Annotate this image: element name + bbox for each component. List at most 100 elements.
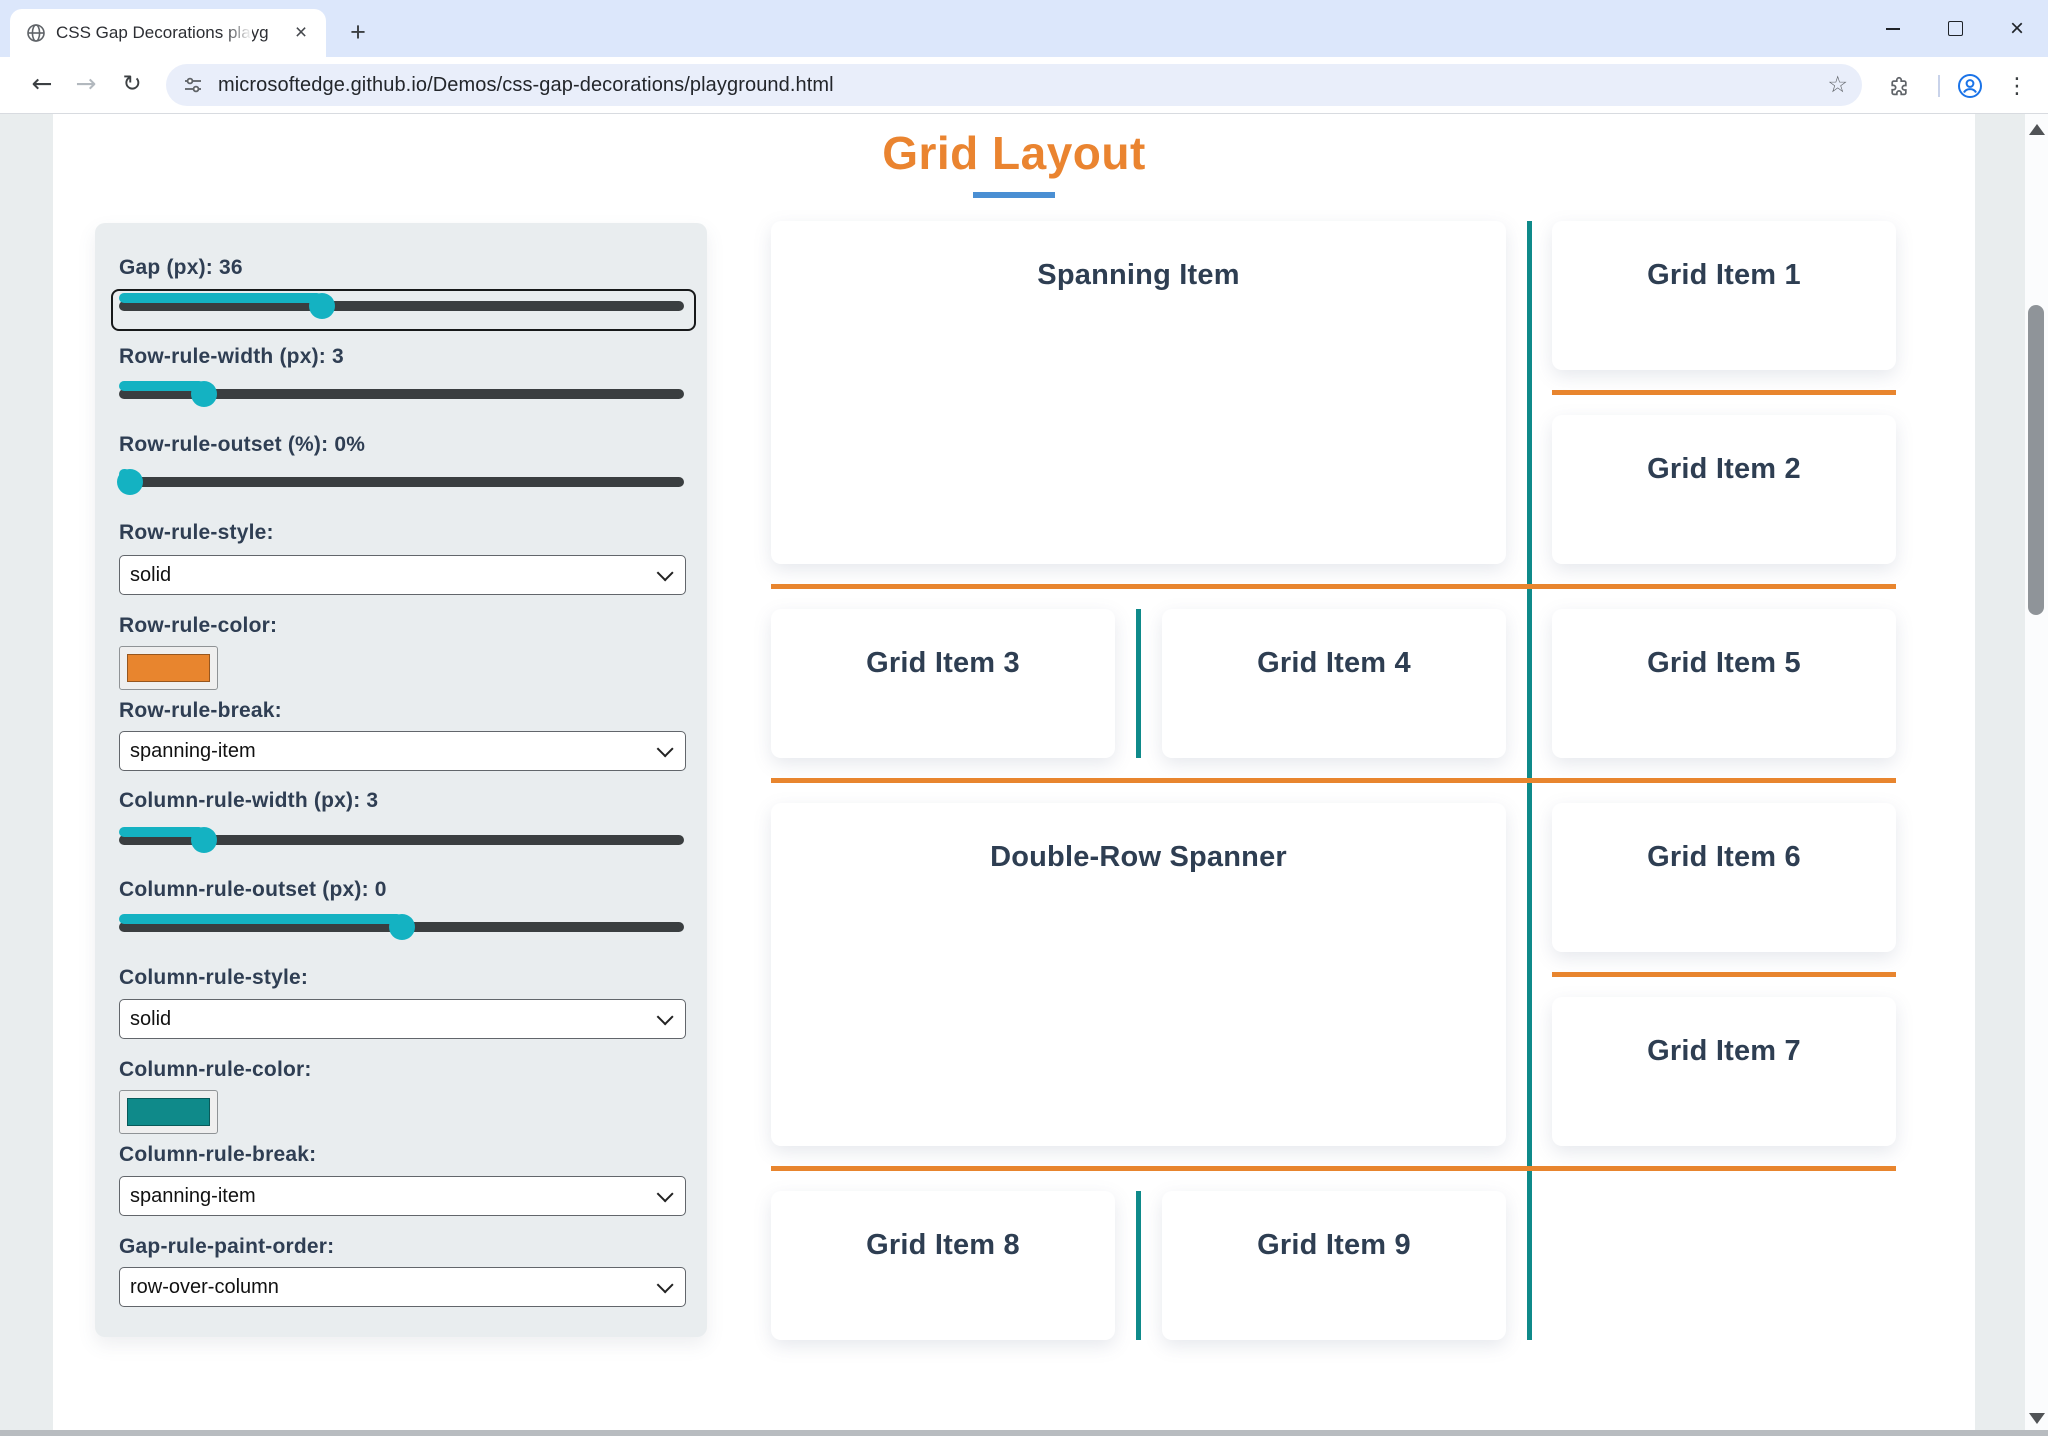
column-rule-row6 xyxy=(1136,1191,1141,1340)
column-rule-style-select[interactable]: solid xyxy=(119,999,686,1039)
column-rule-outset-slider[interactable] xyxy=(119,914,684,940)
grid-item-card: Grid Item 1 xyxy=(1552,221,1896,370)
tab-strip: CSS Gap Decorations playgroun × + × xyxy=(0,0,2048,57)
chevron-down-icon xyxy=(656,1276,674,1294)
row-rule-outset-label: Row-rule-outset (%): 0% xyxy=(119,433,366,456)
chevron-down-icon xyxy=(656,1185,674,1203)
tab-title: CSS Gap Decorations playgroun xyxy=(56,23,268,42)
row-rule-full-r2 xyxy=(771,584,1896,589)
site-info-icon[interactable] xyxy=(182,74,204,96)
row-rule-width-label: Row-rule-width (px): 3 xyxy=(119,345,344,368)
row-rule-outset-slider[interactable] xyxy=(117,469,684,495)
row-rule-color-label: Row-rule-color: xyxy=(119,614,278,637)
reload-button[interactable]: ↻ xyxy=(122,71,142,97)
window-maximize-button[interactable] xyxy=(1927,0,1983,57)
url-text[interactable]: microsoftedge.github.io/Demos/css-gap-de… xyxy=(218,73,834,96)
browser-menu-icon[interactable]: ⋮ xyxy=(2006,73,2028,99)
column-rule-width-slider[interactable] xyxy=(119,827,684,853)
active-tab[interactable]: CSS Gap Decorations playgroun × xyxy=(10,9,326,57)
gap-slider-label: Gap (px): 36 xyxy=(119,256,243,279)
forward-button[interactable]: → xyxy=(75,69,97,98)
window-close-button[interactable]: × xyxy=(2009,15,2024,42)
scrollbar-thumb[interactable] xyxy=(2028,305,2044,615)
grid-item-label: Double-Row Spanner xyxy=(990,841,1287,873)
tab-close-icon[interactable]: × xyxy=(294,21,308,44)
grid-item-card: Double-Row Spanner xyxy=(771,803,1506,1146)
column-rule-break-label: Column-rule-break: xyxy=(119,1143,317,1166)
grid-item-label: Grid Item 7 xyxy=(1647,1035,1801,1067)
page-content: Grid Layout Gap (px): 36 Row-rule-width … xyxy=(53,114,1975,1436)
grid-item-label: Grid Item 3 xyxy=(866,647,1020,679)
grid-item-card: Spanning Item xyxy=(771,221,1506,564)
grid-item-card: Grid Item 8 xyxy=(771,1191,1115,1340)
window-bottom-edge xyxy=(0,1430,2048,1436)
title-underline xyxy=(973,192,1055,198)
bookmark-star-icon[interactable]: ☆ xyxy=(1827,72,1848,98)
color-swatch xyxy=(127,654,210,682)
tab-title-fade xyxy=(224,23,252,45)
row-rule-col3-r1 xyxy=(1552,390,1896,395)
gap-rule-paint-order-label: Gap-rule-paint-order: xyxy=(119,1235,335,1258)
slider-thumb[interactable] xyxy=(309,293,336,319)
address-bar[interactable]: microsoftedge.github.io/Demos/css-gap-de… xyxy=(166,64,1862,106)
row-rule-break-label: Row-rule-break: xyxy=(119,699,282,722)
row-rule-full-r3 xyxy=(771,778,1896,783)
row-rule-break-select[interactable]: spanning-item xyxy=(119,731,686,771)
row-rule-col3-r4 xyxy=(1552,972,1896,977)
column-rule-outset-label: Column-rule-outset (px): 0 xyxy=(119,878,387,901)
slider-thumb[interactable] xyxy=(190,827,217,853)
back-button[interactable]: ← xyxy=(31,69,53,98)
profile-avatar-icon[interactable] xyxy=(1955,71,1985,101)
color-swatch xyxy=(127,1098,210,1126)
slider-thumb[interactable] xyxy=(117,469,144,495)
column-rule-break-select[interactable]: spanning-item xyxy=(119,1176,686,1216)
gap-rule-paint-order-select[interactable]: row-over-column xyxy=(119,1267,686,1307)
column-rule-row3 xyxy=(1136,609,1141,758)
select-value: row-over-column xyxy=(130,1275,279,1298)
vertical-scrollbar[interactable] xyxy=(2025,114,2048,1436)
scrollbar-up-arrow-icon[interactable] xyxy=(2029,124,2045,135)
gap-slider-focus-ring xyxy=(111,289,696,331)
toolbar-divider xyxy=(1938,75,1940,97)
select-value: spanning-item xyxy=(130,1184,256,1207)
window-minimize-button[interactable] xyxy=(1865,0,1921,57)
grid-item-card: Grid Item 9 xyxy=(1162,1191,1506,1340)
grid-item-card: Grid Item 7 xyxy=(1552,997,1896,1146)
grid-item-label: Grid Item 2 xyxy=(1647,453,1801,485)
column-rule-color-label: Column-rule-color: xyxy=(119,1058,312,1081)
column-rule-color-picker[interactable] xyxy=(119,1090,218,1134)
new-tab-button[interactable]: + xyxy=(350,17,366,47)
grid-item-label: Grid Item 5 xyxy=(1647,647,1801,679)
scrollbar-down-arrow-icon[interactable] xyxy=(2029,1413,2045,1424)
grid-item-label: Grid Item 6 xyxy=(1647,841,1801,873)
select-value: solid xyxy=(130,563,172,586)
grid-item-label: Grid Item 4 xyxy=(1257,647,1411,679)
row-rule-width-slider[interactable] xyxy=(119,381,684,407)
row-rule-style-label: Row-rule-style: xyxy=(119,521,274,544)
chevron-down-icon xyxy=(656,1008,674,1026)
select-value: spanning-item xyxy=(130,739,256,762)
grid-item-card: Grid Item 2 xyxy=(1552,415,1896,564)
row-rule-color-picker[interactable] xyxy=(119,646,218,690)
grid-item-label: Grid Item 1 xyxy=(1647,259,1801,291)
globe-favicon-icon xyxy=(26,23,46,43)
slider-thumb[interactable] xyxy=(388,914,415,940)
chevron-down-icon xyxy=(656,564,674,582)
grid-item-card: Grid Item 4 xyxy=(1162,609,1506,758)
grid-item-label: Grid Item 9 xyxy=(1257,1229,1411,1261)
browser-toolbar: ← → ↻ microsoftedge.github.io/Demos/css-… xyxy=(0,57,2048,114)
column-rule-style-label: Column-rule-style: xyxy=(119,966,309,989)
grid-item-label: Grid Item 8 xyxy=(866,1229,1020,1261)
grid-item-card: Grid Item 3 xyxy=(771,609,1115,758)
row-rule-full-r5 xyxy=(771,1166,1896,1171)
select-value: solid xyxy=(130,1007,172,1030)
row-rule-style-select[interactable]: solid xyxy=(119,555,686,595)
grid-item-label: Spanning Item xyxy=(1037,259,1240,291)
page-title: Grid Layout xyxy=(882,127,1146,179)
gap-slider[interactable] xyxy=(119,293,684,319)
grid-item-card: Grid Item 5 xyxy=(1552,609,1896,758)
extensions-icon[interactable] xyxy=(1884,71,1914,101)
slider-thumb[interactable] xyxy=(190,381,217,407)
column-rule-width-label: Column-rule-width (px): 3 xyxy=(119,789,379,812)
